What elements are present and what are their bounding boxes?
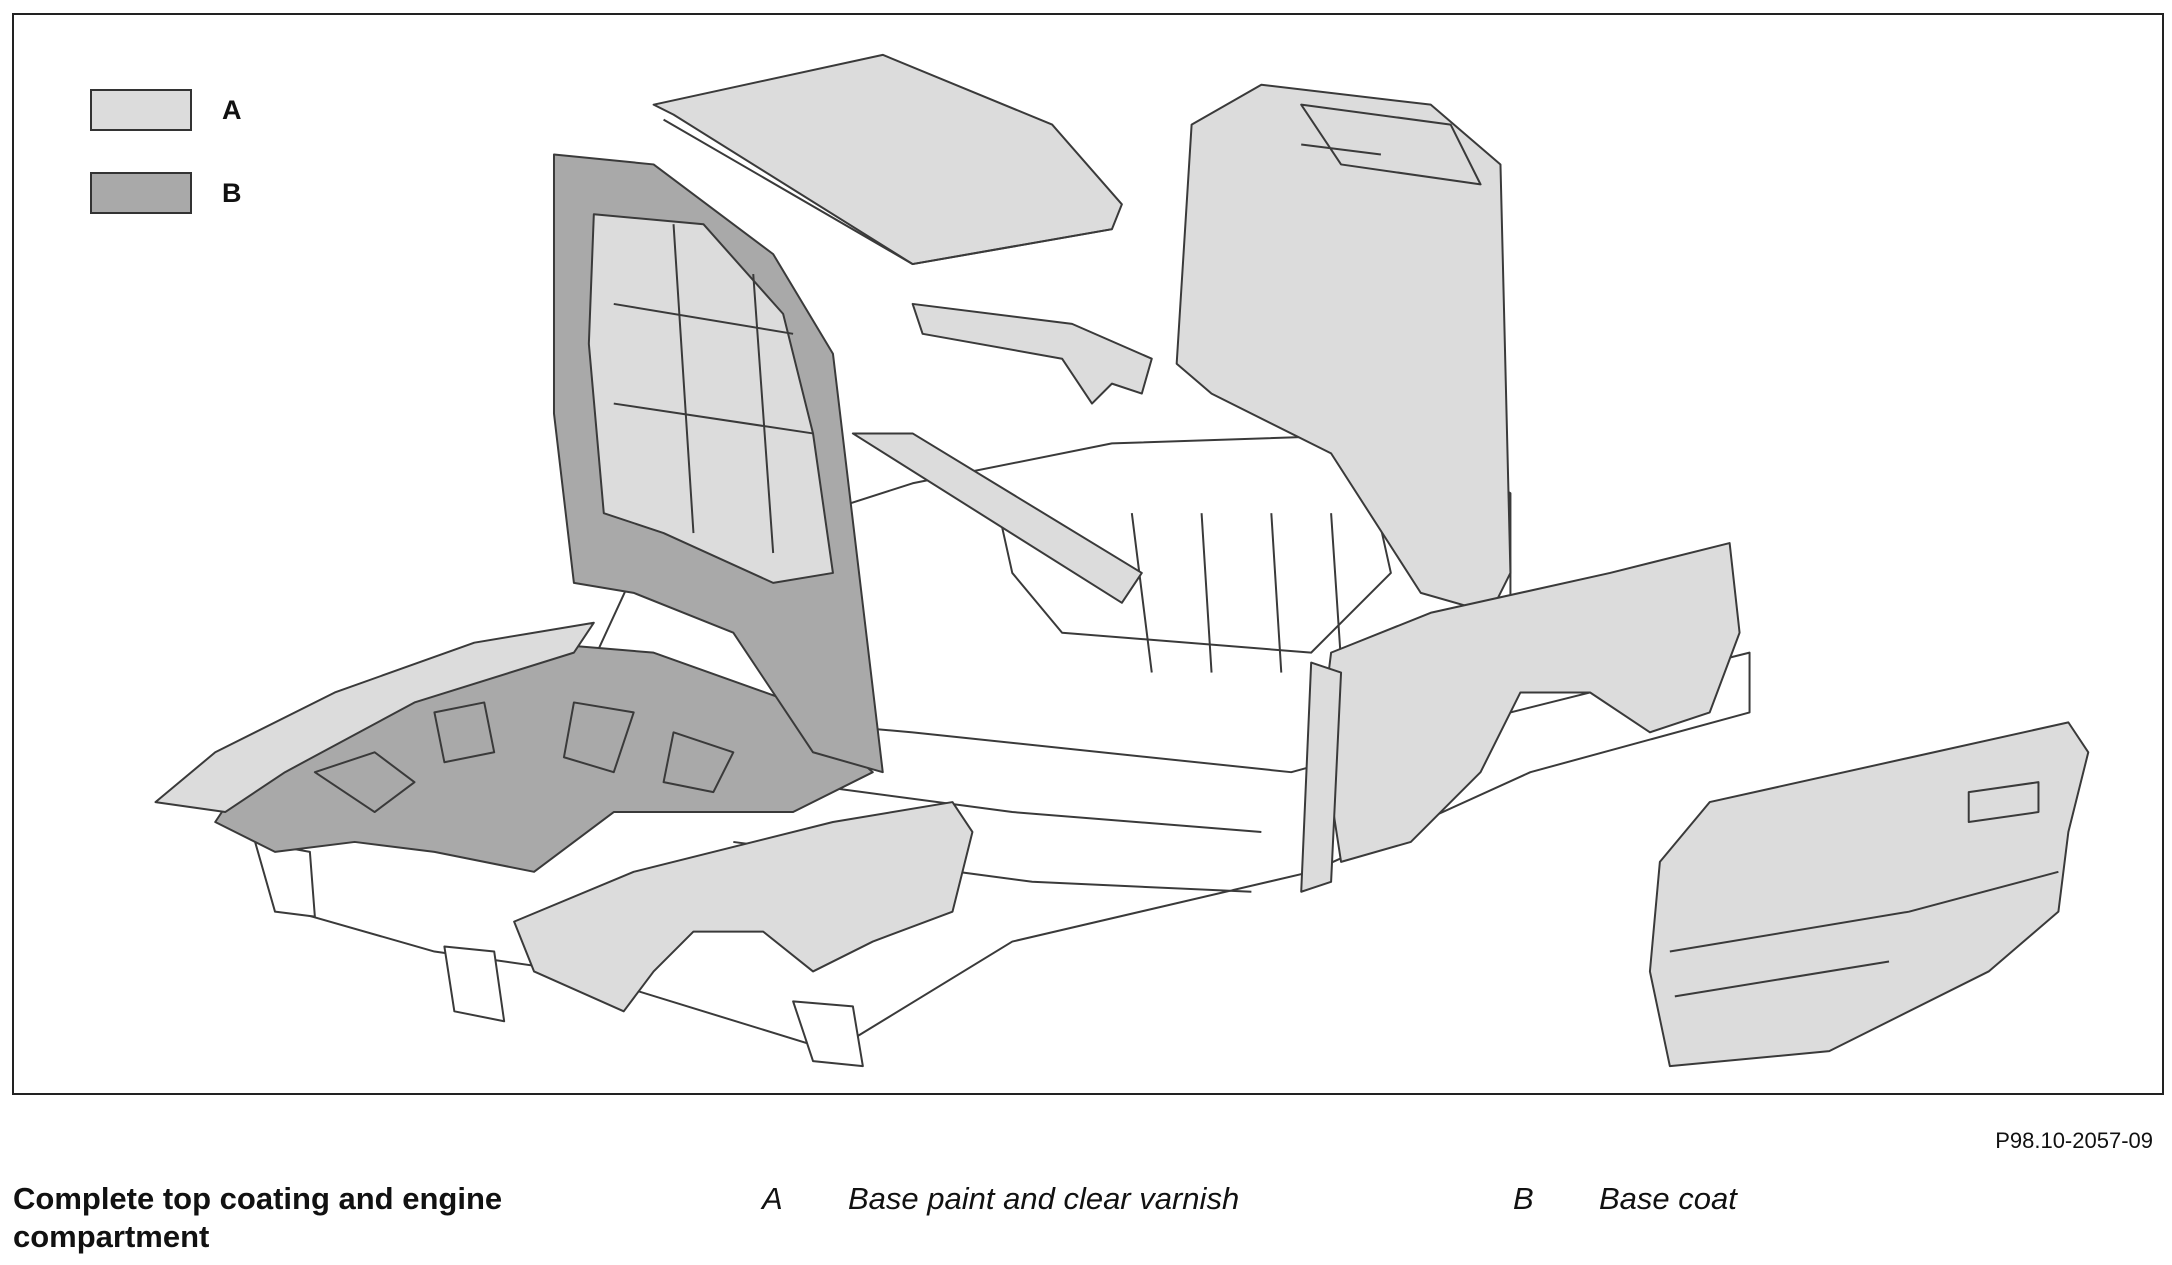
car-body-diagram [154,53,2090,1068]
caption-text-a: Base paint and clear varnish [848,1181,1240,1216]
rear-quarter-panel [1320,542,1741,863]
legend-item-a: A [90,89,242,131]
legend-label-a: A [222,94,242,125]
door-panel [1648,721,2090,1068]
legend-swatch-b [90,172,192,214]
roof-panel [652,53,1123,266]
legend-item-b: B [90,172,242,214]
diagram-frame: A B [12,13,2164,1095]
b-pillar [1300,661,1343,893]
hood-open [552,153,884,774]
legend-swatch-a [90,89,192,131]
windshield-frame [911,302,1153,405]
legend-label-b: B [222,177,242,208]
front-left-fender [154,621,595,814]
caption-text-b: Base coat [1599,1181,1737,1216]
caption-letter-b: B [1513,1181,1534,1216]
figure-reference: P98.10-2057-09 [1995,1128,2153,1153]
a-pillar [851,432,1143,604]
caption-title: Complete top coating and engine compartm… [13,1181,503,1254]
caption-letter-a: A [762,1181,783,1216]
front-right-fender [513,801,974,1013]
